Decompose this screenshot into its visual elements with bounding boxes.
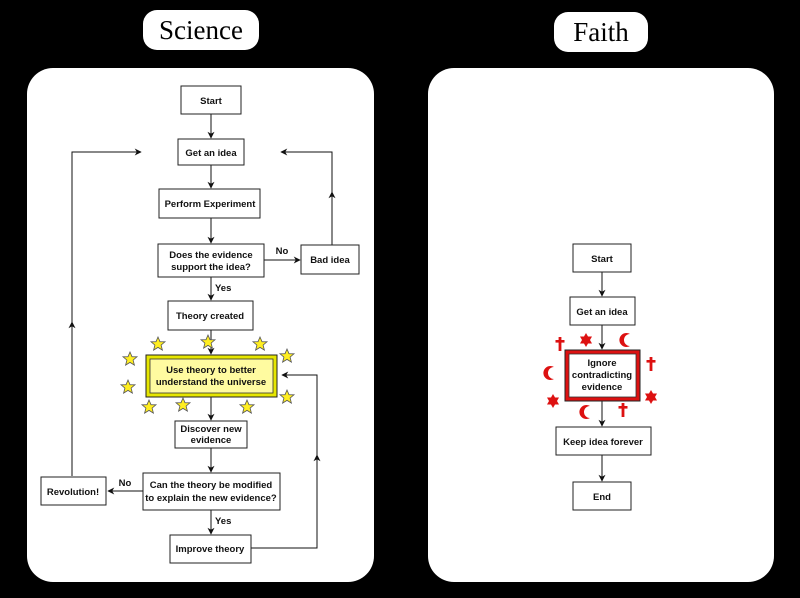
label-no-2: No <box>119 478 132 489</box>
faith-node-ignore: Ignore contradicting evidence <box>564 349 641 402</box>
faith-title-text: Faith <box>573 17 629 47</box>
node-revolution: Revolution! <box>40 476 107 506</box>
node-discover-evidence: Discover new evidence <box>174 420 248 449</box>
faith-node-end: End <box>572 481 632 511</box>
node-bad-idea-label: Bad idea <box>310 255 350 266</box>
node-use-theory-line-1: Use theory to better <box>166 365 256 376</box>
node-theory-created-label: Theory created <box>176 311 244 322</box>
faith-node-keep-label: Keep idea forever <box>563 437 643 448</box>
node-start: Start <box>180 85 242 115</box>
faith-node-start-label: Start <box>591 254 613 265</box>
node-evidence-question-line-1: Does the evidence <box>169 250 252 261</box>
node-use-theory-line-2: understand the universe <box>156 377 266 388</box>
label-yes-2: Yes <box>215 516 231 527</box>
node-get-idea-label: Get an idea <box>185 148 237 159</box>
node-revolution-label: Revolution! <box>47 487 99 498</box>
node-improve-theory-label: Improve theory <box>176 544 245 555</box>
label-yes: Yes <box>215 283 231 294</box>
label-no: No <box>276 246 289 257</box>
node-perform-experiment-label: Perform Experiment <box>165 199 257 210</box>
science-edges <box>68 114 336 549</box>
node-get-idea: Get an idea <box>177 138 245 166</box>
faith-node-start: Start <box>572 243 632 273</box>
node-discover-evidence-line-2: evidence <box>191 435 232 446</box>
faith-node-keep: Keep idea forever <box>555 426 652 456</box>
faith-node-ignore-line-1: Ignore <box>587 358 616 369</box>
faith-node-end-label: End <box>593 492 611 503</box>
science-title: Science <box>143 10 259 50</box>
node-improve-theory: Improve theory <box>169 534 252 564</box>
node-modify-question-line-2: to explain the new evidence? <box>145 493 277 504</box>
faith-node-get-idea: Get an idea <box>569 296 636 326</box>
node-evidence-question-line-2: support the idea? <box>171 262 251 273</box>
node-bad-idea: Bad idea <box>300 244 360 275</box>
node-modify-question: Can the theory be modified to explain th… <box>142 472 281 511</box>
node-discover-evidence-line-1: Discover new <box>180 424 242 435</box>
faith-node-get-idea-label: Get an idea <box>576 307 628 318</box>
faith-node-ignore-line-3: evidence <box>582 382 623 393</box>
node-use-theory: Use theory to better understand the univ… <box>145 354 278 398</box>
node-theory-created: Theory created <box>167 300 254 331</box>
node-start-label: Start <box>200 96 222 107</box>
node-evidence-question: Does the evidence support the idea? <box>157 243 265 278</box>
science-title-text: Science <box>159 15 243 45</box>
node-perform-experiment: Perform Experiment <box>158 188 261 219</box>
node-modify-question-line-1: Can the theory be modified <box>150 480 273 491</box>
faith-node-ignore-line-2: contradicting <box>572 370 632 381</box>
faith-title: Faith <box>554 12 648 52</box>
